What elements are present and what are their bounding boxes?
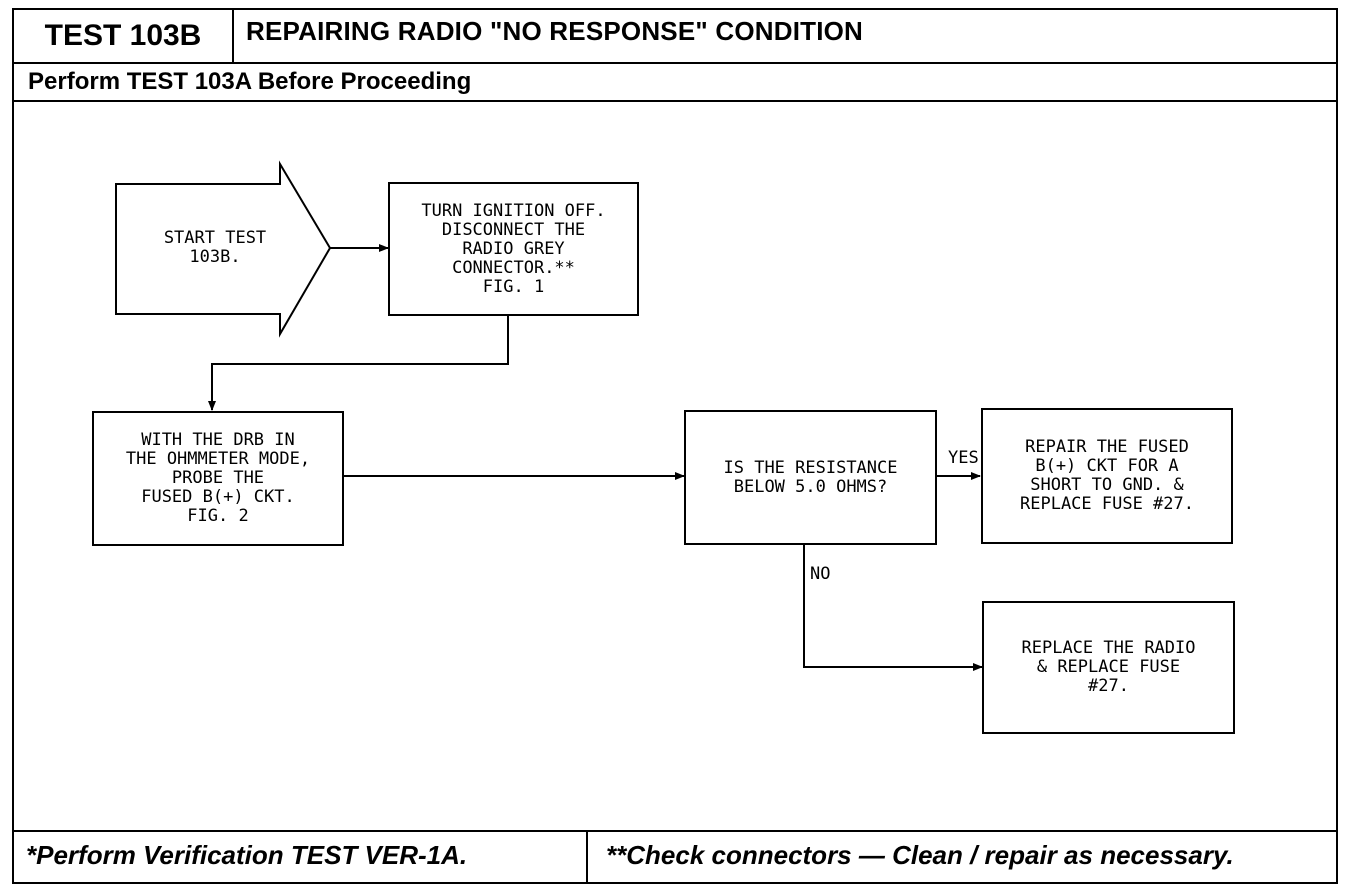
footer-connector-note: **Check connectors — Clean / repair as n… [606,840,1234,870]
action-replace-radio: REPLACE THE RADIO & REPLACE FUSE #27. [982,601,1235,734]
header-divider [12,62,1338,64]
subtitle-divider [12,100,1338,102]
action-replace-text: REPLACE THE RADIO & REPLACE FUSE #27. [1021,638,1196,696]
footer-separator [586,830,588,884]
start-text: START TEST 103B. [163,228,267,267]
decision-text: IS THE RESISTANCE BELOW 5.0 OHMS? [723,457,898,497]
action-repair-circuit: REPAIR THE FUSED B(+) CKT FOR A SHORT TO… [981,408,1233,544]
no-label: NO [810,564,831,584]
footer-verification-note: *Perform Verification TEST VER-1A. [26,840,468,870]
start-label: START TEST 103B. [140,200,290,296]
yes-label: YES [948,448,979,468]
page-frame [12,8,1338,884]
step-disconnect-text: TURN IGNITION OFF. DISCONNECT THE RADIO … [421,200,606,297]
page-title: REPAIRING RADIO "NO RESPONSE" CONDITION [246,16,864,46]
prerequisite-note: Perform TEST 103A Before Proceeding [28,68,472,95]
step-probe-circuit: WITH THE DRB IN THE OHMMETER MODE, PROBE… [92,411,344,546]
connector-step1-step2 [208,316,509,411]
step-disconnect-connector: TURN IGNITION OFF. DISCONNECT THE RADIO … [388,182,639,316]
footer-divider [12,830,1338,832]
decision-resistance: IS THE RESISTANCE BELOW 5.0 OHMS? [684,410,937,545]
action-repair-text: REPAIR THE FUSED B(+) CKT FOR A SHORT TO… [1020,437,1194,514]
test-id: TEST 103B [44,19,202,52]
connector-no [803,545,983,671]
step-probe-text: WITH THE DRB IN THE OHMMETER MODE, PROBE… [125,430,311,526]
start-shape [115,160,332,338]
